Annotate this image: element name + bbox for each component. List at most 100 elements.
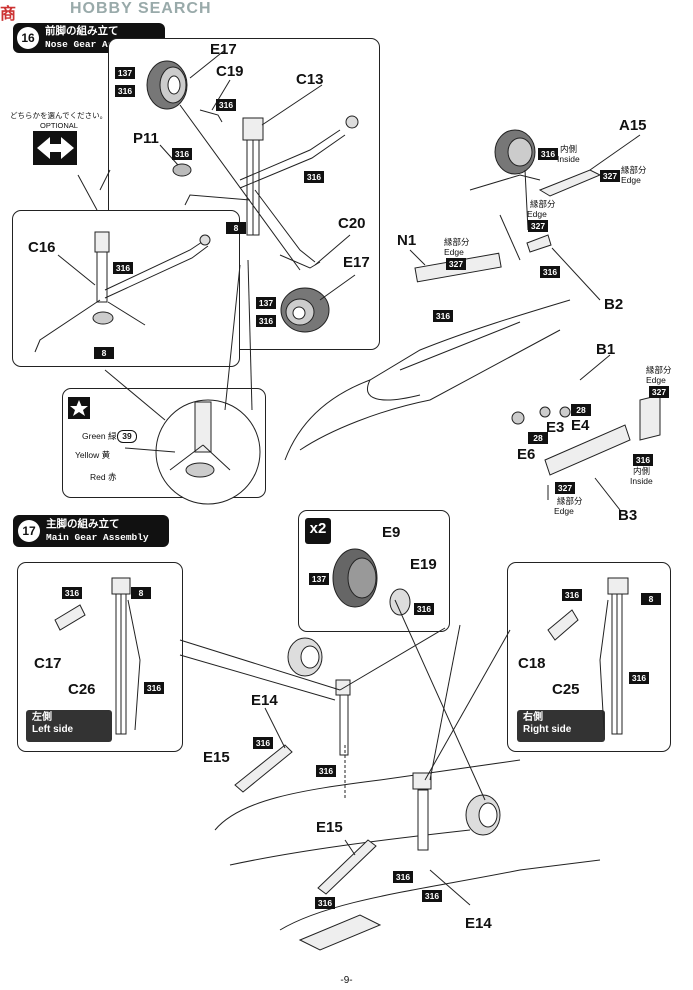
a15-edge-en2: Edge [527,209,547,219]
label-e15-bottom: E15 [316,819,343,836]
paint-8-right: 8 [641,593,661,605]
label-e14-bottom: E14 [465,915,492,932]
label-e19: E19 [410,556,437,573]
watermark: 商 HOBBY SEARCH [0,0,212,23]
star-red: Red 赤 [90,472,117,482]
paint-316-wheel: 316 [414,603,434,615]
paint-316-b1: 316 [633,454,653,466]
optional-jp: どちらかを選んでください。 [10,111,108,120]
paint-316-lower-e15: 316 [315,897,335,909]
label-p11: P11 [133,130,159,147]
paint-137-wheel: 137 [309,573,329,585]
label-e17-top: E17 [210,41,237,58]
paint-316-lower-strut: 316 [393,871,413,883]
a15-inside-jp: 内側 [560,144,578,154]
paint-28-e4: 28 [571,404,591,416]
label-c26: C26 [68,681,96,698]
qty-text: x2 [309,520,327,537]
paint-28-e3: 28 [528,432,548,444]
star-yellow: Yellow 黄 [75,450,111,460]
label-e14-top: E14 [251,692,278,709]
paint-137-bottom: 137 [256,297,276,309]
a15-edge-jp: 縁部分 [621,165,647,175]
paint-316-strut: 316 [304,171,324,183]
paint-8-c16: 8 [94,347,114,359]
star-green: Green 緑 [82,431,117,441]
left-side-tag-jp: 左側 [32,712,52,723]
label-e6: E6 [517,446,536,463]
label-b1: B1 [596,341,616,358]
paint-316-bottom: 316 [256,315,276,327]
b1-inside-en: Inside [630,476,653,486]
paint-316-c16: 316 [113,262,133,274]
label-c18: C18 [518,655,546,672]
page-number: -9- [340,975,353,986]
n1-edge-en: Edge [444,247,464,257]
label-e4: E4 [571,417,590,434]
right-side-tag: 右側 Right side [517,710,605,742]
label-c19: C19 [216,63,244,80]
paint-327-upper: 327 [528,220,548,232]
label-c17: C17 [34,655,62,672]
a15-edge-jp2: 縁部分 [530,199,556,209]
step17-title-jp: 主脚の組み立て [46,518,120,530]
a15-edge-en: Edge [621,175,641,185]
n1-edge-jp: 縁部分 [444,237,470,247]
step16-title-jp: 前脚の組み立て [45,25,119,37]
a15-inside-en: Inside [557,154,580,164]
paint-316-a15: 316 [538,148,558,160]
paint-316-c19: 316 [216,99,236,111]
paint-8-strut: 8 [226,222,246,234]
label-c13: C13 [296,71,324,88]
b1-edge-en: Edge [646,375,666,385]
paint-316-c26: 316 [144,682,164,694]
paint-316-n1: 316 [433,310,453,322]
paint-316-b2: 316 [540,266,560,278]
paint-316-c18: 316 [562,589,582,601]
step17-header: 17 主脚の組み立て Main Gear Assembly [13,515,169,547]
label-c20: C20 [338,215,366,232]
label-e17-bottom: E17 [343,254,370,271]
paint-316-top: 316 [115,85,135,97]
paint-316-p11: 316 [172,148,192,160]
paint-137-top: 137 [115,67,135,79]
paint-8-left: 8 [131,587,151,599]
label-b2: B2 [604,296,624,313]
right-side-tag-en: Right side [523,724,572,735]
b1-inside-jp: 内側 [633,466,651,476]
b3-edge-en: Edge [554,506,574,516]
step17-title-en: Main Gear Assembly [46,532,149,543]
b1-edge-jp: 縁部分 [646,365,672,375]
label-c16: C16 [28,239,56,256]
qty-badge [305,518,331,544]
paint-316-e15: 316 [253,737,273,749]
paint-327-a15: 327 [600,170,620,182]
step16-number: 16 [17,27,39,49]
paint-316-e14: 316 [316,765,336,777]
left-side-tag-en: Left side [32,724,74,735]
paint-316-c25: 316 [629,672,649,684]
label-b3: B3 [618,507,638,524]
paint-316-lower-e14: 316 [422,890,442,902]
step16-title-en: Nose Gear Assembly [45,39,148,50]
paint-327-b1: 327 [649,386,669,398]
step17-number: 17 [18,520,40,542]
paint-316-c17: 316 [62,587,82,599]
b3-edge-jp: 縁部分 [557,496,583,506]
paint-327-n1: 327 [446,258,466,270]
label-e3: E3 [546,419,565,436]
star-green-code: 39 [117,430,137,443]
label-n1: N1 [397,232,417,249]
paint-327-b3: 327 [555,482,575,494]
optional-en: OPTIONAL [40,121,78,130]
label-e9: E9 [382,524,401,541]
label-e15-top: E15 [203,749,230,766]
label-a15: A15 [619,117,647,134]
right-side-tag-jp: 右側 [523,712,543,723]
left-side-tag: 左側 Left side [26,710,112,742]
label-c25: C25 [552,681,580,698]
